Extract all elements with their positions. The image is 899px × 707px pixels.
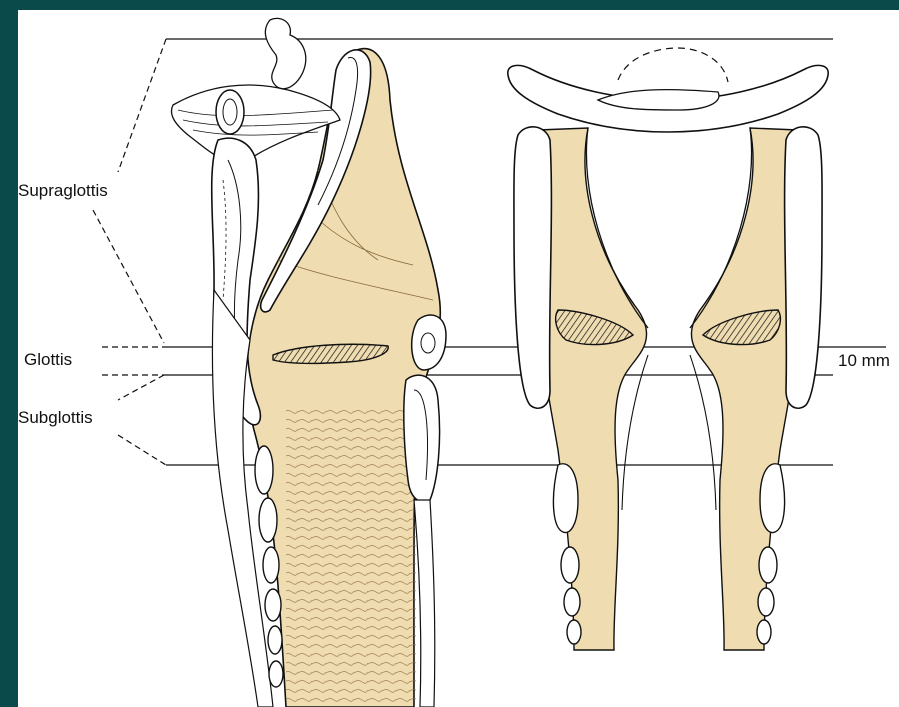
hyoid-region <box>171 85 340 163</box>
subglottis-bracket-upper <box>118 375 164 400</box>
hyoid-bone <box>216 90 244 134</box>
epiglottis-outline <box>618 48 728 82</box>
thyroid-left <box>514 127 551 408</box>
sagittal-section <box>171 18 446 707</box>
cricoid-plate <box>404 375 440 502</box>
label-supraglottis: Supraglottis <box>18 181 108 201</box>
dashed-brackets <box>93 39 166 465</box>
thyroid-right <box>785 127 822 408</box>
posterior-tracheal-wall <box>414 500 435 707</box>
label-glottis: Glottis <box>24 350 72 370</box>
label-subglottis: Subglottis <box>18 408 93 428</box>
supraglottis-bracket-lower <box>93 210 164 343</box>
tongue-tip <box>265 18 305 88</box>
arytenoid-cartilage <box>412 315 446 370</box>
label-10mm: 10 mm <box>838 351 890 371</box>
subglottis-bracket-lower <box>118 435 166 465</box>
diagram-panel: Supraglottis Glottis Subglottis 10 mm <box>18 10 899 707</box>
coronal-section <box>508 48 828 650</box>
larynx-diagram <box>18 10 899 707</box>
supraglottis-bracket-upper <box>118 39 166 172</box>
